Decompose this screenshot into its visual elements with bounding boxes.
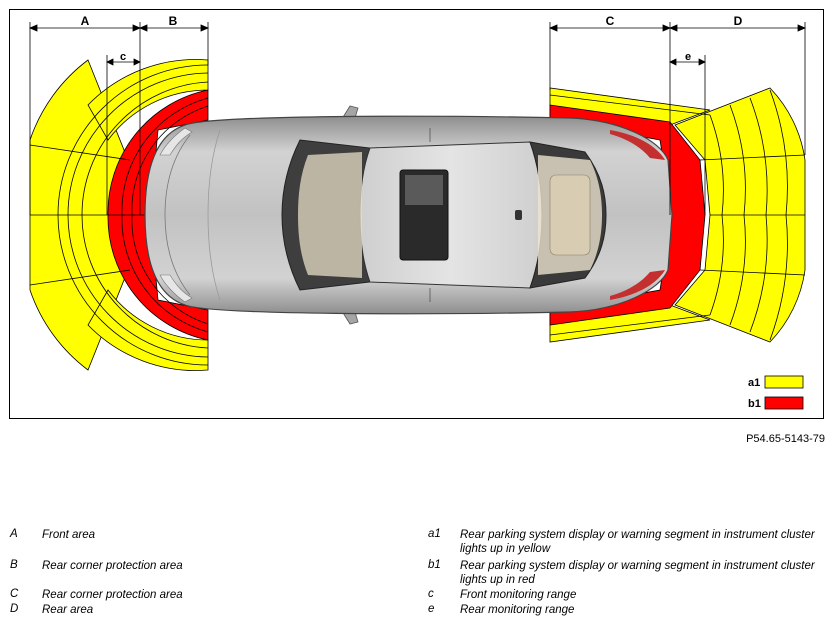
legend-key: D (10, 603, 19, 615)
legend-text: Rear area (42, 604, 94, 616)
legend-text: Front monitoring range (460, 589, 577, 601)
legend-text: Rear monitoring range (460, 604, 575, 616)
rear-segment-arcs (549, 89, 806, 341)
legend-key: e (428, 603, 435, 615)
legend-item-b1: b1 Rear parking system display or warnin… (428, 559, 828, 589)
legend-text: Front area (42, 529, 96, 541)
legend-item-e: e Rear monitoring range (428, 603, 828, 619)
dim-label-c: c (120, 51, 126, 63)
dim-label-e: e (685, 51, 691, 63)
dim-label-B: B (169, 14, 178, 28)
dim-label-D: D (734, 14, 743, 28)
legend-text: Rear corner protection area (42, 560, 183, 572)
legend-key: a1 (428, 528, 441, 540)
legend-key: c (428, 588, 434, 600)
key-label-a1: a1 (748, 377, 760, 389)
front-seats (298, 152, 362, 278)
key-label-b1: b1 (748, 398, 761, 410)
legend-text: Rear corner protection area (42, 589, 183, 601)
front-zones (29, 59, 209, 371)
diagram-canvas: A B c C D e a1 b1 (28, 14, 807, 410)
dimension-lines (28, 22, 807, 215)
dim-label-C: C (606, 14, 615, 28)
key-swatch-red (764, 396, 804, 410)
legend-text: Rear parking system display or warning s… (460, 560, 815, 586)
legend-item-C: C Rear corner protection area (10, 588, 410, 604)
parking-sensor-diagram: A B c C D e a1 b1 (9, 9, 824, 419)
dim-label-A: A (81, 14, 90, 28)
legend-item-c: c Front monitoring range (428, 588, 828, 604)
car-top-view (144, 105, 673, 325)
figure-code: P54.65-5143-79 (746, 433, 825, 445)
legend-item-A: A Front area (10, 528, 410, 544)
color-key: a1 b1 (748, 375, 804, 410)
legend-key: b1 (428, 559, 441, 571)
legend-item-a1: a1 Rear parking system display or warnin… (428, 528, 828, 558)
legend-key: B (10, 559, 18, 571)
legend-key: A (10, 528, 18, 540)
legend-key: C (10, 588, 19, 600)
legend-item-B: B Rear corner protection area (10, 559, 410, 575)
key-swatch-yellow (764, 375, 804, 389)
legend-item-D: D Rear area (10, 603, 410, 619)
front-red-zone (107, 89, 209, 341)
front-segment-arcs (29, 64, 209, 366)
roof (359, 141, 543, 289)
legend-text: Rear parking system display or warning s… (460, 529, 815, 555)
dimension-labels: A B c C D e (81, 14, 743, 63)
